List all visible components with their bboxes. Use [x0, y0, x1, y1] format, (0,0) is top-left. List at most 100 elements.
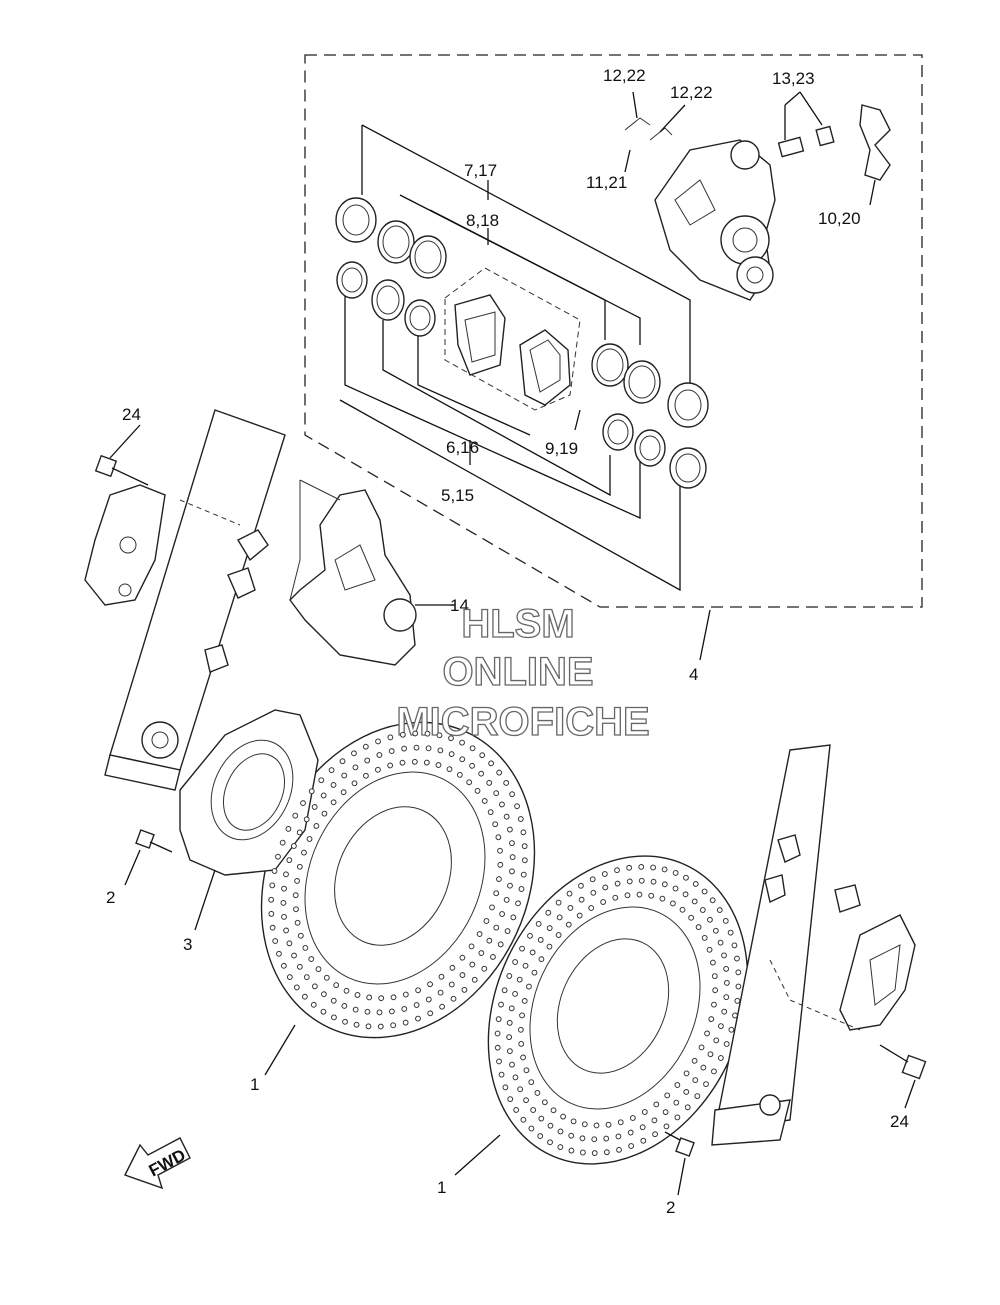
disc-hole — [364, 1008, 371, 1015]
disc-hole — [568, 1132, 575, 1139]
disc-hole — [292, 812, 299, 819]
disc-hole — [712, 987, 719, 994]
disc-hole — [495, 1016, 502, 1023]
disc-hole — [275, 853, 281, 860]
disc-hole — [339, 758, 346, 765]
disc-hole — [663, 1123, 670, 1130]
disc-hole — [424, 730, 431, 737]
disc-hole — [590, 889, 597, 896]
disc-hole — [504, 928, 511, 934]
disc-hole — [518, 1040, 525, 1047]
disc-hole — [498, 1001, 504, 1008]
disc-hole — [479, 752, 486, 759]
disc-hole — [550, 1107, 557, 1114]
disc-hole — [568, 1147, 575, 1154]
disc-hole — [388, 748, 395, 754]
disc-hole — [481, 965, 488, 972]
disc-hole — [703, 1081, 709, 1088]
disc-hole — [364, 757, 371, 764]
disc-hole — [734, 997, 741, 1004]
disc-hole — [269, 882, 276, 889]
disc-hole — [321, 991, 327, 998]
disc-hole — [545, 909, 552, 916]
dashed-connectors — [179, 499, 861, 1031]
disc-hole — [320, 1008, 327, 1015]
disc-hole — [638, 877, 645, 884]
disc-hole — [297, 932, 304, 939]
disc-hole — [707, 916, 713, 923]
bleed-screws — [777, 91, 835, 158]
disc-hole — [506, 1034, 513, 1041]
label-24-left: 24 — [122, 405, 141, 424]
disc-hole — [578, 896, 585, 903]
disc-hole — [546, 925, 553, 931]
disc-hole — [537, 936, 544, 943]
disc-hole — [527, 932, 533, 939]
disc-hole — [672, 870, 679, 876]
disc-hole — [694, 1093, 701, 1100]
disc-hole — [343, 987, 350, 994]
disc-hole — [639, 1124, 646, 1131]
bolt-24-left — [94, 454, 149, 486]
disc-hole — [506, 826, 513, 833]
disc-hole — [614, 880, 621, 887]
label-1-right: 1 — [437, 1178, 446, 1197]
pistons-and-seals-left — [335, 197, 447, 337]
caliper-body-upper — [654, 139, 776, 301]
disc-hole — [520, 871, 527, 878]
disc-hole — [538, 956, 545, 963]
label-14: 14 — [450, 596, 469, 615]
disc-hole — [641, 1109, 648, 1115]
disc-hole — [296, 863, 303, 870]
disc-hole — [423, 759, 430, 766]
disc-hole — [318, 777, 325, 784]
label-4: 4 — [689, 665, 698, 684]
disc-hole — [412, 730, 419, 737]
disc-hole — [333, 982, 340, 989]
disc-hole — [605, 1121, 612, 1128]
disc-hole — [330, 799, 337, 806]
disc-hole — [501, 987, 508, 994]
label-leader-lines — [109, 91, 916, 1196]
disc-hole — [489, 904, 495, 911]
caliper-assembly-dashed-outline — [304, 54, 923, 608]
disc-hole — [296, 963, 303, 970]
disc-hole — [523, 1097, 529, 1104]
disc-hole — [497, 847, 503, 854]
disc-hole — [508, 1005, 515, 1012]
disc-hole — [695, 924, 702, 930]
disc-hole — [459, 756, 466, 763]
disc-hole — [427, 1010, 434, 1017]
disc-hole — [721, 952, 727, 959]
watermark: HLSM ONLINE MICROFICHE — [396, 601, 651, 744]
label-8-18: 8,18 — [466, 211, 499, 230]
disc-hole — [528, 1079, 535, 1086]
disc-hole — [296, 829, 303, 836]
disc-hole — [512, 990, 518, 997]
disc-hole — [723, 1041, 730, 1047]
disc-hole — [449, 964, 456, 971]
label-1-left: 1 — [250, 1075, 259, 1094]
disc-hole — [522, 962, 529, 969]
disc-hole — [531, 969, 538, 976]
disc-hole — [494, 1030, 501, 1037]
left-caliper-bracket — [84, 484, 166, 606]
disc-hole — [363, 772, 369, 779]
disc-hole — [402, 991, 409, 998]
disc-hole — [376, 752, 383, 758]
disc-hole — [673, 1099, 680, 1106]
disc-hole — [469, 961, 476, 968]
disc-hole — [523, 1067, 530, 1074]
disc-hole — [698, 1044, 705, 1051]
disc-hole — [328, 767, 335, 774]
disc-hole — [425, 996, 432, 1003]
disc-hole — [331, 1014, 337, 1021]
disc-hole — [538, 1115, 545, 1122]
disc-hole — [493, 924, 500, 931]
disc-hole — [692, 881, 699, 887]
pad-pin — [607, 138, 656, 162]
disc-hole — [699, 907, 706, 913]
disc-hole — [515, 900, 521, 907]
disc-hole — [534, 1090, 541, 1096]
disc-hole — [291, 952, 297, 959]
